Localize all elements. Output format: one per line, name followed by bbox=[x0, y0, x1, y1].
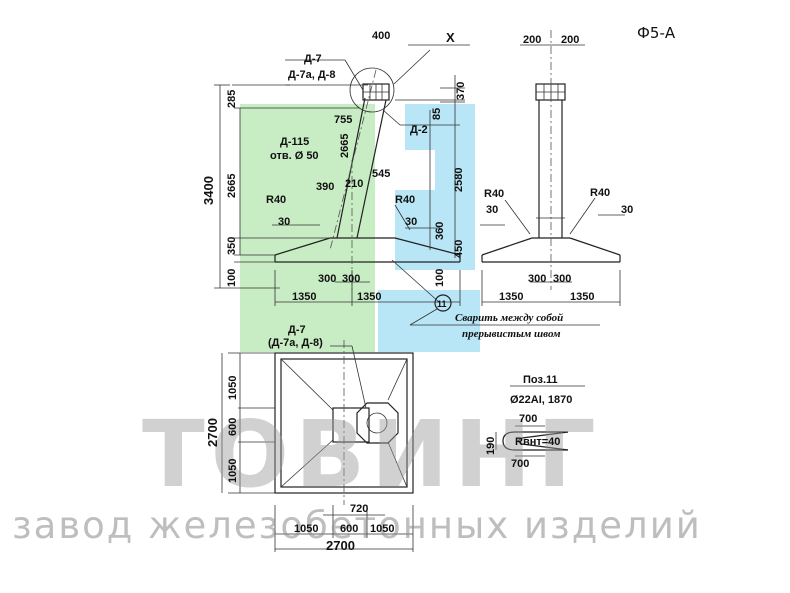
right-elevation bbox=[480, 30, 625, 306]
label-hole: отв. Ø 50 bbox=[270, 150, 319, 162]
green-panel-lower bbox=[270, 104, 375, 352]
dim-285: 285 bbox=[226, 90, 238, 108]
dim-300-a: 300 bbox=[318, 273, 336, 285]
dim-350: 350 bbox=[226, 237, 238, 255]
watermark: ТОВИНГ завод железобетонных изделий bbox=[12, 401, 702, 547]
dim-30-a: 30 bbox=[278, 216, 290, 228]
label-d2: Д-2 bbox=[410, 124, 428, 136]
dim-300-b: 300 bbox=[342, 273, 360, 285]
plan-label-d7a-d8: (Д-7а, Д-8) bbox=[268, 337, 323, 349]
dim-85: 85 bbox=[431, 108, 443, 120]
dim-360: 360 bbox=[434, 222, 446, 240]
dim-2665-left: 2665 bbox=[226, 174, 238, 198]
plan-dim-2700-h: 2700 bbox=[326, 538, 355, 553]
plan-dim-1050-top: 1050 bbox=[227, 376, 239, 400]
blue-panel bbox=[375, 104, 480, 352]
dimensions: 400 200 200 3400 285 2665 2665 350 100 3… bbox=[201, 30, 633, 553]
dim-210: 210 bbox=[345, 178, 363, 190]
pos-radius: Rвнт=40 bbox=[515, 436, 560, 448]
dim-300-c: 300 bbox=[528, 273, 546, 285]
position-11-marker bbox=[434, 294, 452, 312]
position-11-bar bbox=[495, 385, 585, 457]
dim-450: 450 bbox=[453, 240, 465, 258]
dim-300-d: 300 bbox=[553, 273, 571, 285]
dim-1350-c: 1350 bbox=[499, 291, 523, 303]
left-elevation bbox=[214, 44, 600, 326]
plan-dim-1050-r: 1050 bbox=[370, 523, 394, 535]
detail-x-circle bbox=[349, 67, 395, 113]
plan-dim-1050-bot: 1050 bbox=[227, 459, 239, 483]
plan-dim-600-h: 600 bbox=[340, 523, 358, 535]
dim-390: 390 bbox=[316, 181, 334, 193]
position-marker-text: 11 bbox=[437, 299, 447, 309]
weld-note-line1: Сварить между собой bbox=[455, 312, 563, 324]
plan-view bbox=[221, 340, 414, 552]
label-d7a-d8: Д-7а, Д-8 bbox=[288, 69, 335, 81]
label-d115: Д-115 bbox=[280, 136, 309, 148]
dim-30-c: 30 bbox=[486, 204, 498, 216]
plan-label-d7: Д-7 bbox=[288, 324, 306, 336]
dim-r40-b: R40 bbox=[395, 194, 415, 206]
view-marker: X bbox=[446, 30, 455, 45]
dim-30-b: 30 bbox=[405, 216, 417, 228]
plan-dim-600-v: 600 bbox=[227, 418, 239, 436]
pos-dim-700-top: 700 bbox=[519, 413, 537, 425]
dim-1350-a: 1350 bbox=[292, 291, 316, 303]
plan-dim-2700-v: 2700 bbox=[205, 418, 220, 447]
dim-r40-a: R40 bbox=[266, 194, 286, 206]
pos-title: Поз.11 bbox=[523, 374, 558, 386]
dim-r40-c: R40 bbox=[484, 188, 504, 200]
watermark-tagline: завод железобетонных изделий bbox=[12, 504, 702, 547]
plan-dim-1050-l: 1050 bbox=[294, 523, 318, 535]
watermark-brand: ТОВИНГ bbox=[142, 401, 602, 508]
labels: Ф5-А X Д-7 Д-7а, Д-8 Д-2 Д-115 отв. Ø 50… bbox=[268, 24, 676, 448]
background-panels bbox=[240, 104, 480, 352]
blue-panel-right bbox=[395, 190, 435, 270]
dim-1350-d: 1350 bbox=[570, 291, 594, 303]
dim-545: 545 bbox=[372, 168, 390, 180]
dim-400: 400 bbox=[372, 30, 390, 42]
dim-100-left: 100 bbox=[226, 269, 238, 287]
pos-spec: Ø22АI, 1870 bbox=[510, 394, 572, 406]
dim-370: 370 bbox=[455, 82, 467, 100]
dim-100-mid: 100 bbox=[434, 269, 446, 287]
plan-dim-720: 720 bbox=[350, 503, 368, 515]
pos-dim-700-bot: 700 bbox=[511, 458, 529, 470]
dim-200-b: 200 bbox=[561, 34, 579, 46]
dim-2580: 2580 bbox=[453, 168, 465, 192]
dim-3400: 3400 bbox=[201, 176, 216, 205]
sheet-code: Ф5-А bbox=[637, 24, 676, 42]
dim-200-a: 200 bbox=[523, 34, 541, 46]
dim-30-d: 30 bbox=[621, 204, 633, 216]
dim-2665-diag: 2665 bbox=[339, 134, 351, 158]
dim-755: 755 bbox=[334, 114, 352, 126]
label-d7: Д-7 bbox=[304, 53, 322, 65]
dim-1350-b: 1350 bbox=[357, 291, 381, 303]
dim-r40-d: R40 bbox=[590, 187, 610, 199]
weld-note-line2: прерывистым швом bbox=[462, 328, 561, 340]
pos-dim-190: 190 bbox=[485, 437, 497, 455]
